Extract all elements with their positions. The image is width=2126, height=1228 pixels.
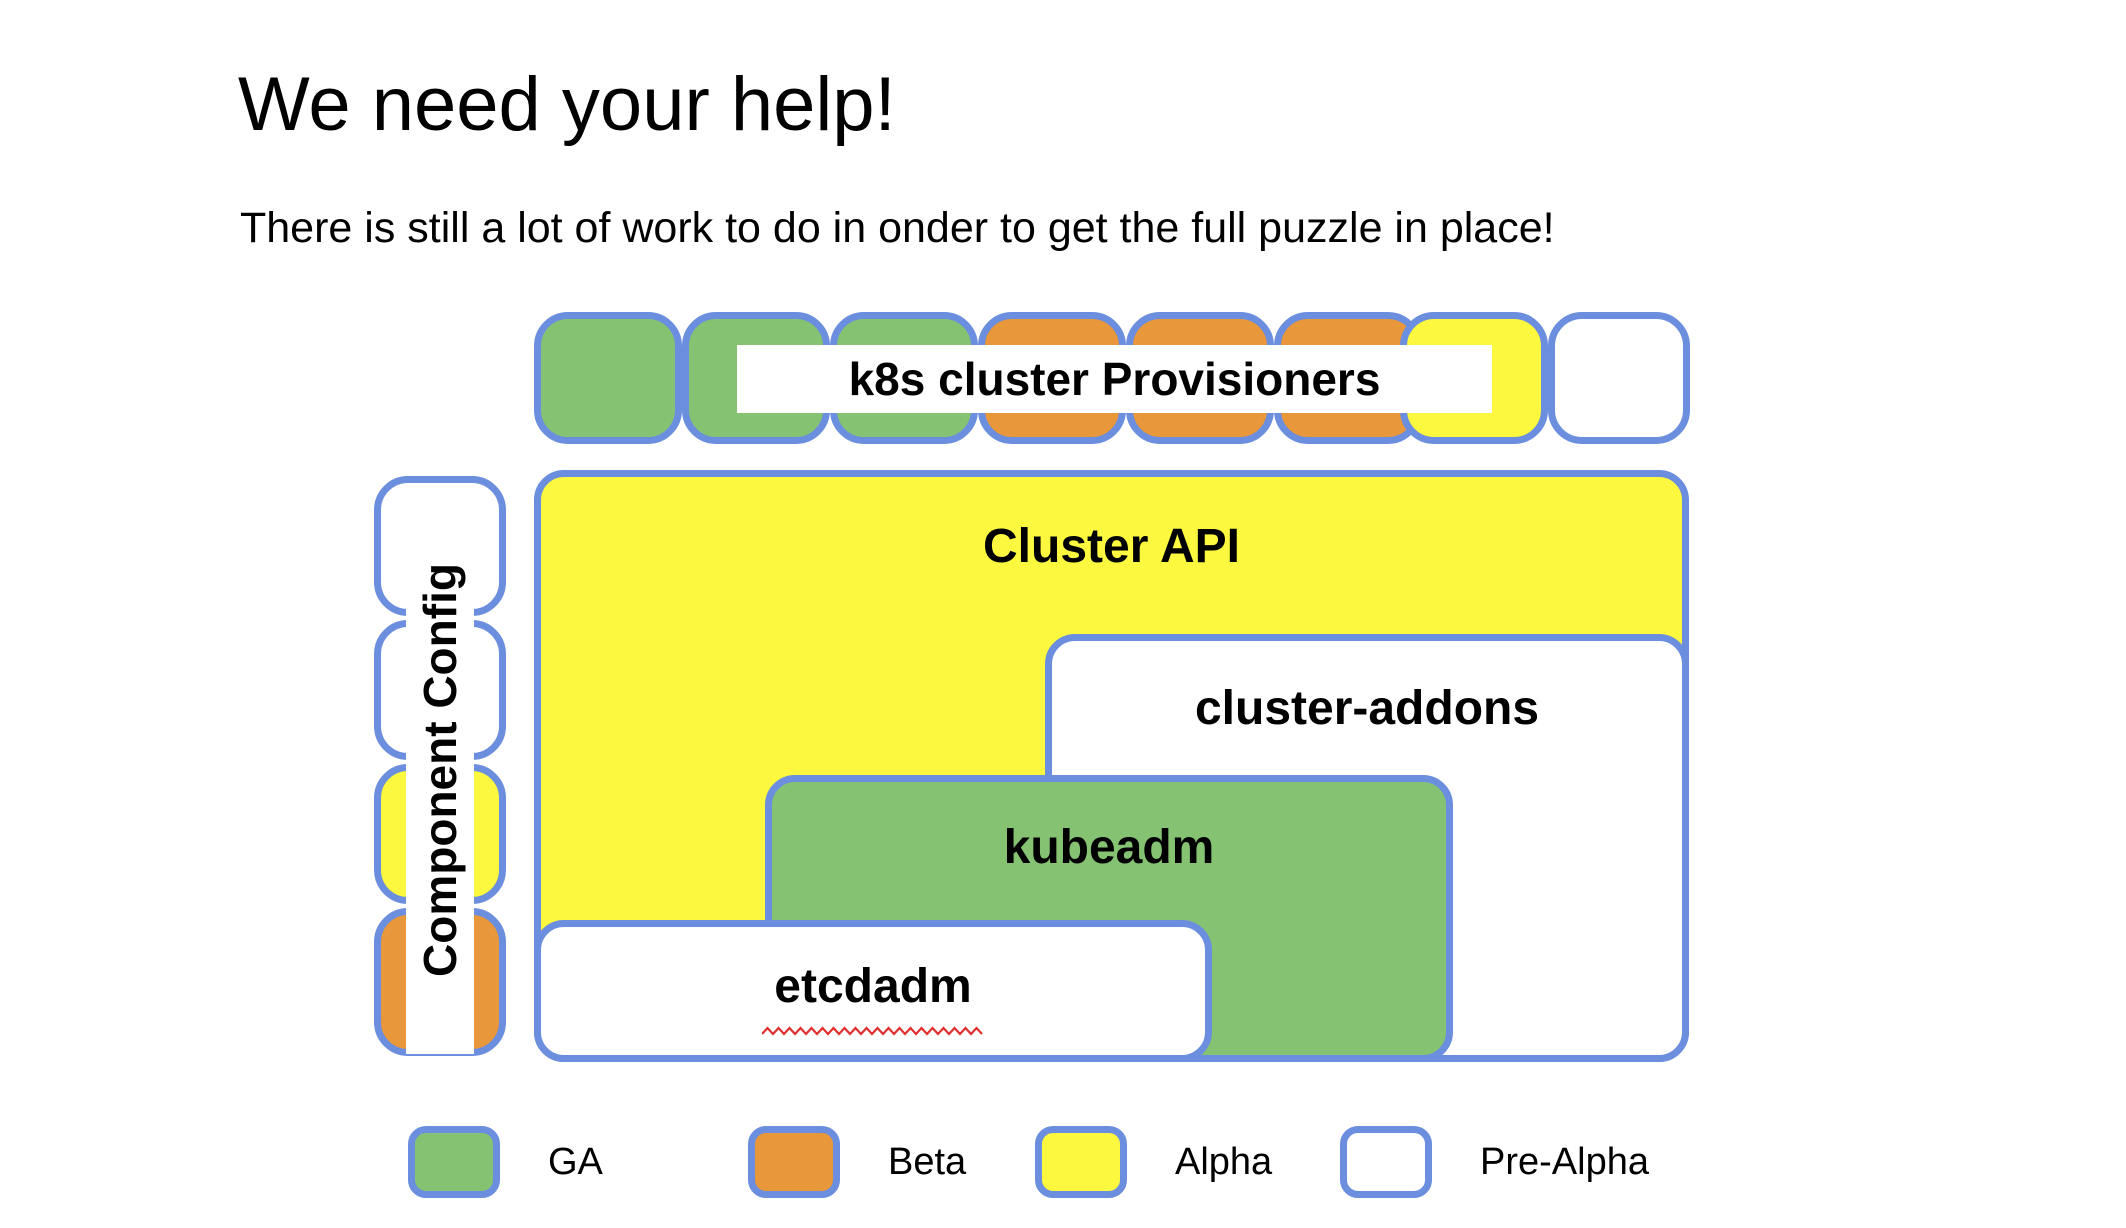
legend: GA Beta Alpha Pre-Alpha [0,1122,2126,1208]
legend-label-pre-alpha: Pre-Alpha [1480,1140,1649,1183]
cluster-addons-label: cluster-addons [1194,682,1540,735]
legend-label-alpha: Alpha [1175,1140,1273,1183]
component-config-label: Component Config [406,486,474,1054]
provisioners-label: k8s cluster Provisioners [737,345,1492,413]
legend-item-beta: Beta [748,1122,966,1202]
spellcheck-underline-icon [762,1026,983,1036]
legend-swatch-beta [748,1126,840,1198]
cluster-api-label: Cluster API [983,520,1240,573]
legend-item-alpha: Alpha [1035,1122,1272,1202]
page-title: We need your help! [238,61,896,147]
component-config-label-text: Component Config [414,563,467,977]
legend-swatch-alpha [1035,1126,1127,1198]
legend-label-ga: GA [548,1140,603,1183]
legend-item-pre-alpha: Pre-Alpha [1340,1122,1649,1202]
etcdadm-block: etcdadm [534,920,1212,1062]
provisioner-cell-8 [1548,312,1690,444]
provisioner-cell-1 [534,312,682,444]
kubeadm-label: kubeadm [1003,821,1215,874]
legend-swatch-pre-alpha [1340,1126,1432,1198]
legend-label-beta: Beta [888,1140,967,1183]
legend-swatch-ga [408,1126,500,1198]
etcdadm-label: etcdadm [774,960,972,1013]
page-subtitle: There is still a lot of work to do in on… [240,204,1555,252]
legend-item-ga: GA [408,1122,603,1202]
